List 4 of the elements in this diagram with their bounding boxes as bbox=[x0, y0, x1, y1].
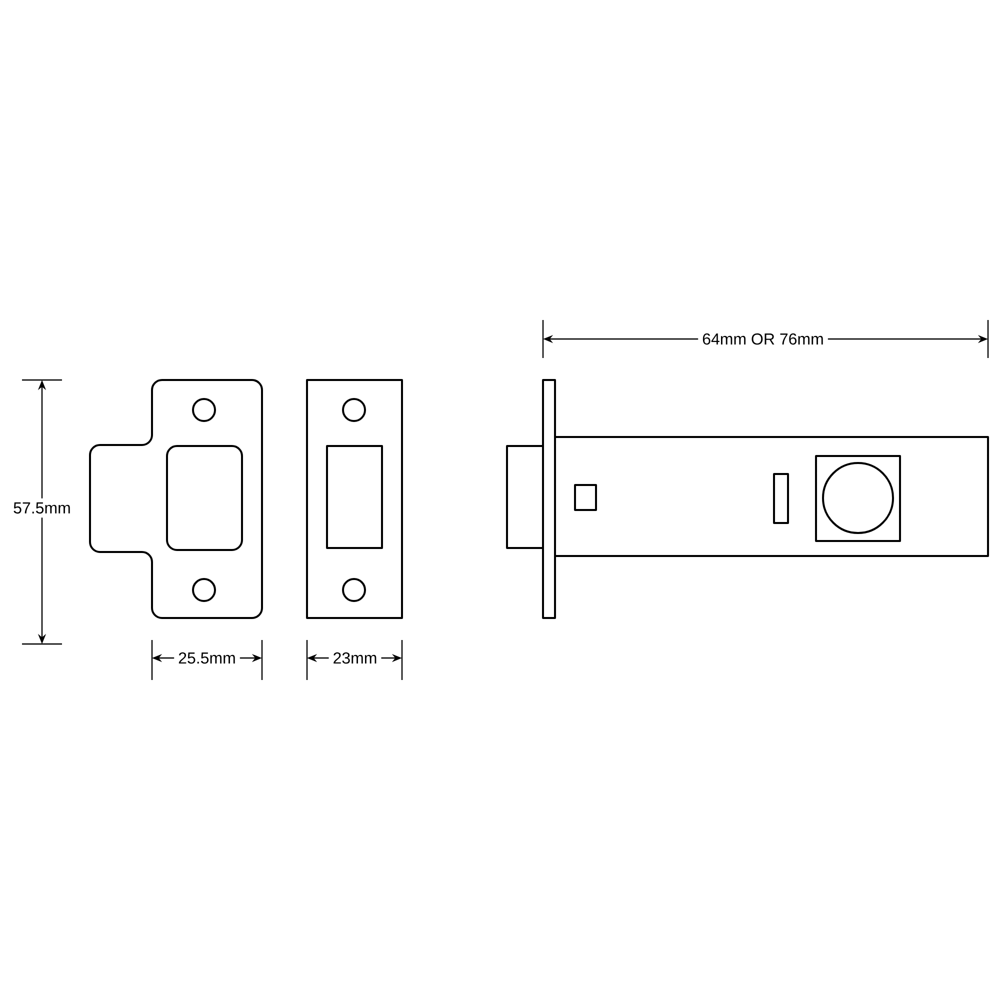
dimension-label: 57.5mm bbox=[9, 498, 75, 518]
dimension-label: 23mm bbox=[328, 648, 382, 668]
dimension-label: 25.5mm bbox=[174, 648, 240, 668]
dimension-label: 64mm OR 76mm bbox=[698, 329, 828, 349]
